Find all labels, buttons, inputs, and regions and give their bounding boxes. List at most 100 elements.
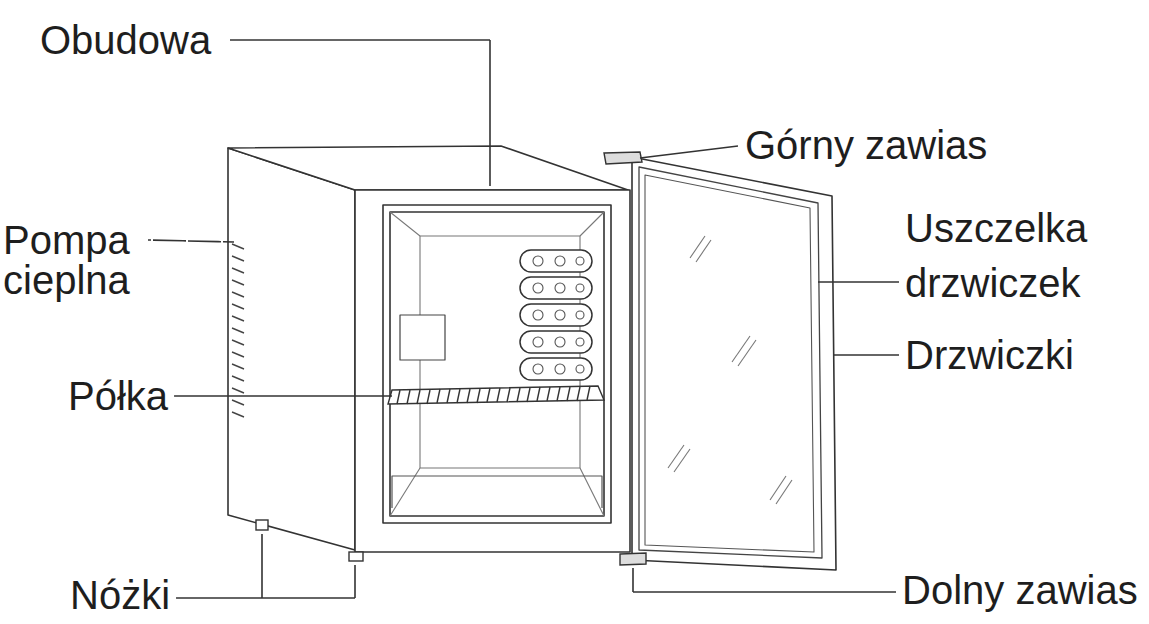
shelf-part [417, 390, 420, 404]
bottle-rack-part-part [576, 365, 584, 373]
shelf-part [457, 389, 460, 403]
bottle-rack-part-part [555, 310, 565, 320]
heat-pump-vents-part [232, 304, 244, 309]
bottle-rack-part-part [533, 337, 543, 347]
bottle-rack-part [520, 304, 592, 326]
part-label: Pompa cieplna [3, 220, 148, 300]
heat-pump-vents-part [232, 376, 244, 381]
door-frame [632, 157, 836, 570]
heat-pump-vents-part [232, 364, 244, 369]
leader-line [148, 240, 234, 242]
leader-line [640, 146, 738, 158]
part-label-box: Uszczelka drzwiczek [905, 201, 1137, 311]
heat-pump-vents-part [232, 328, 244, 333]
shelf-part [497, 388, 500, 402]
shelf-part [517, 388, 520, 402]
leader-line [261, 534, 263, 598]
shelf-part [388, 386, 604, 404]
control-panel [400, 315, 445, 360]
door [632, 157, 836, 570]
shelf-part [397, 390, 400, 404]
hinges [604, 152, 646, 565]
cabinet-perspective [390, 468, 420, 516]
bottle-rack-part-part [576, 257, 584, 265]
leader-line [354, 565, 356, 598]
leader-line [489, 40, 491, 186]
glass-reflection-part [690, 236, 705, 258]
part-label-box: Dolny zawias [902, 567, 1138, 613]
heat-pump-vents [232, 244, 244, 417]
cabinet-floor [392, 476, 602, 508]
heat-pump-vents-part [232, 280, 244, 285]
feet [256, 520, 363, 561]
part-label-box: Obudowa [40, 17, 211, 63]
shelf-part [577, 387, 580, 401]
part-label: Dolny zawias [902, 567, 1138, 613]
part-label: Uszczelka drzwiczek [905, 201, 1137, 311]
shelf-part [507, 388, 510, 402]
shelf-part [567, 387, 570, 401]
bottle-rack-part [520, 331, 592, 353]
glass-reflection-part [776, 480, 792, 504]
cabinet-opening [383, 205, 611, 523]
part-label-box: Półka [68, 373, 168, 419]
heat-pump-vents-part [232, 352, 244, 357]
door-gasket [639, 167, 822, 558]
shelf-part [407, 390, 410, 404]
bottle-rack [520, 250, 592, 380]
bottle-rack-part-part [576, 311, 584, 319]
leader-line [818, 281, 899, 283]
bottle-rack-part-part [533, 256, 543, 266]
bottle-rack-part [520, 250, 592, 272]
cabinet-inner-frame [390, 212, 604, 516]
heat-pump-vents-part [232, 268, 244, 273]
door-glass [645, 175, 814, 552]
bottle-rack-part-part [533, 283, 543, 293]
glass-reflection-part [696, 240, 711, 262]
feet-part [349, 552, 363, 561]
leader-line [632, 568, 634, 592]
bottle-rack-part [520, 277, 592, 299]
glass-reflection-part [674, 449, 690, 472]
part-label: Obudowa [40, 17, 211, 63]
top-hinge [604, 152, 642, 164]
part-label-box: Pompa cieplna [3, 220, 148, 300]
shelf-part [437, 389, 440, 403]
leader-line [174, 395, 392, 397]
heat-pump-vents-part [232, 412, 244, 417]
shelf-part [447, 389, 450, 403]
cabinet-perspective [580, 468, 604, 516]
part-label-box: Drzwiczki [905, 332, 1074, 378]
shelf [388, 386, 604, 404]
cabinet-side [228, 148, 355, 550]
bottle-rack-part-part [555, 364, 565, 374]
heat-pump-vents-part [232, 400, 244, 405]
shelf-part [467, 389, 470, 403]
part-label: Górny zawias [745, 122, 987, 168]
cabinet [228, 146, 630, 552]
part-label: Nóżki [70, 572, 170, 618]
glass-reflection-part [738, 340, 756, 366]
leader-line [176, 597, 355, 599]
bottle-rack-part-part [555, 283, 565, 293]
cabinet-perspective [580, 212, 604, 236]
shelf-part [427, 390, 430, 404]
leader-line [633, 591, 896, 593]
bottle-rack-part-part [576, 338, 584, 346]
leader-line [834, 354, 899, 356]
glass-reflection-part [732, 336, 750, 362]
heat-pump-vents-part [232, 388, 244, 393]
heat-pump-vents-part [232, 244, 244, 249]
bottle-rack-part-part [576, 284, 584, 292]
cabinet-top [228, 146, 628, 190]
cabinet-front [355, 190, 630, 552]
heat-pump-vents-part [232, 292, 244, 297]
shelf-part [527, 388, 530, 402]
glass-reflection-part [668, 445, 684, 468]
heat-pump-vents-part [232, 340, 244, 345]
shelf-part [557, 387, 560, 401]
feet-part [256, 520, 268, 530]
shelf-part [547, 387, 550, 401]
